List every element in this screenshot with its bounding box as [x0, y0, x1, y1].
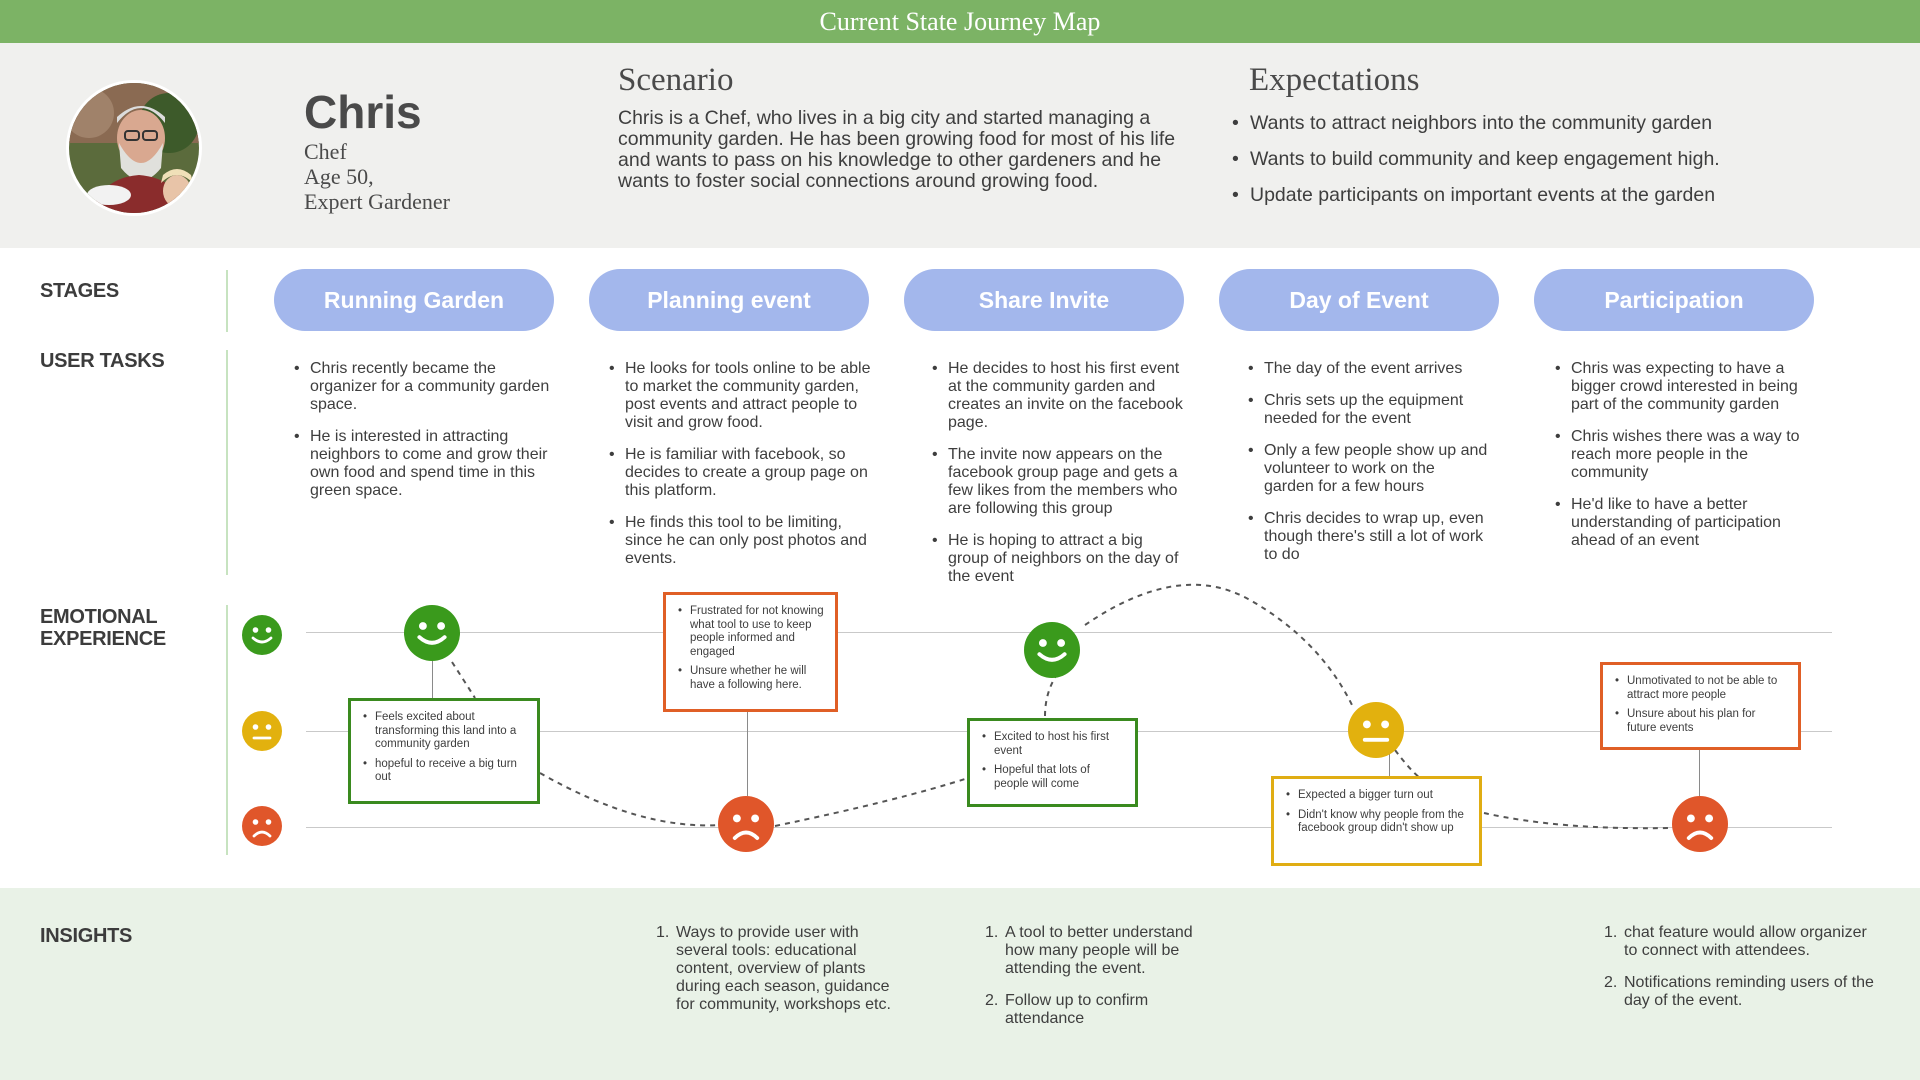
- emotion-note-item: Hopeful that lots of people will come: [982, 764, 1125, 791]
- insights-participation: 1.chat feature would allow organizer to …: [1604, 924, 1874, 1024]
- task-item: He finds this tool to be limiting, since…: [609, 514, 873, 568]
- connector: [432, 660, 433, 698]
- task-item: The day of the event arrives: [1248, 360, 1488, 378]
- tasks-planning-event: He looks for tools online to be able to …: [609, 360, 873, 582]
- insights-section: [0, 888, 1920, 1080]
- task-item: Chris wishes there was a way to reach mo…: [1555, 428, 1805, 482]
- expectation-item: Wants to attract neighbors into the comm…: [1232, 112, 1720, 148]
- divider: [226, 270, 228, 332]
- insight-item: 1.Ways to provide user with several tool…: [656, 924, 891, 1013]
- participation-emotion-note: Unmotivated to not be able to attract mo…: [1600, 662, 1801, 750]
- persona-section: Chris Chef Age 50, Expert Gardener Scena…: [0, 43, 1920, 248]
- running-garden-happy-icon: [404, 605, 460, 661]
- stage-running-garden: Running Garden: [274, 269, 554, 331]
- insight-item: 2.Notifications reminding users of the d…: [1604, 974, 1874, 1009]
- task-item: The invite now appears on the facebook g…: [932, 446, 1184, 518]
- connector: [747, 712, 748, 796]
- tasks-day-of-event: The day of the event arrives Chris sets …: [1248, 360, 1488, 578]
- insight-item: 2.Follow up to confirm attendance: [985, 992, 1149, 1027]
- persona-avatar: [66, 80, 202, 216]
- stage-day-of-event: Day of Event: [1219, 269, 1499, 331]
- tasks-participation: Chris was expecting to have a bigger cro…: [1555, 360, 1805, 564]
- expectation-item: Update participants on important events …: [1232, 184, 1720, 220]
- page-title: Current State Journey Map: [819, 7, 1101, 36]
- happy-face-icon: [242, 615, 282, 655]
- emotion-note-item: Didn't know why people from the facebook…: [1286, 809, 1469, 836]
- stage-participation: Participation: [1534, 269, 1814, 331]
- neutral-face-icon: [242, 711, 282, 751]
- divider: [226, 350, 228, 575]
- task-item: He looks for tools online to be able to …: [609, 360, 873, 432]
- persona-role: Chef: [304, 139, 347, 164]
- scenario-text: Chris is a Chef, who lives in a big city…: [618, 107, 1176, 192]
- share-invite-emotion-note: Excited to host his first event Hopeful …: [967, 718, 1138, 807]
- emotion-note-item: Excited to host his first event: [982, 731, 1125, 758]
- tasks-share-invite: He decides to host his first event at th…: [932, 360, 1184, 600]
- planning-event-sad-icon: [718, 796, 774, 852]
- share-invite-happy-icon: [1024, 622, 1080, 678]
- planning-event-emotion-note: Frustrated for not knowing what tool to …: [663, 592, 838, 712]
- emotion-note-item: Unsure about his plan for future events: [1615, 708, 1788, 735]
- stage-share-invite: Share Invite: [904, 269, 1184, 331]
- day-of-event-neutral-icon: [1348, 702, 1404, 758]
- day-of-event-emotion-note: Expected a bigger turn out Didn't know w…: [1271, 776, 1482, 866]
- tasks-running-garden: Chris recently became the organizer for …: [294, 360, 550, 514]
- task-item: He'd like to have a better understanding…: [1555, 496, 1805, 550]
- expectations-title: Expectations: [1249, 62, 1420, 98]
- task-item: He is familiar with facebook, so decides…: [609, 446, 873, 500]
- expectation-item: Wants to build community and keep engage…: [1232, 148, 1720, 184]
- task-item: Chris decides to wrap up, even though th…: [1248, 510, 1488, 564]
- expectations-list: Wants to attract neighbors into the comm…: [1232, 112, 1720, 220]
- emotion-note-item: hopeful to receive a big turn out: [363, 758, 527, 785]
- emotion-note-item: Unsure whether he will have a following …: [678, 665, 825, 692]
- persona-experience: Expert Gardener: [304, 189, 450, 214]
- sad-level-line: [306, 827, 1832, 828]
- emotion-note-item: Frustrated for not knowing what tool to …: [678, 605, 825, 659]
- user-tasks-label: USER TASKS: [40, 350, 165, 372]
- emotion-note-item: Expected a bigger turn out: [1286, 789, 1469, 803]
- task-item: Only a few people show up and volunteer …: [1248, 442, 1488, 496]
- task-item: Chris sets up the equipment needed for t…: [1248, 392, 1488, 428]
- task-item: He is hoping to attract a big group of n…: [932, 532, 1184, 586]
- participation-sad-icon: [1672, 796, 1728, 852]
- emotion-note-item: Unmotivated to not be able to attract mo…: [1615, 675, 1788, 702]
- divider: [226, 605, 228, 855]
- persona-age: Age 50,: [304, 164, 374, 189]
- sad-face-icon: [242, 806, 282, 846]
- persona-name: Chris: [304, 86, 422, 138]
- insight-item: 1.chat feature would allow organizer to …: [1604, 924, 1867, 959]
- connector: [1699, 750, 1700, 796]
- task-item: Chris recently became the organizer for …: [294, 360, 550, 414]
- emotion-note-item: Feels excited about transforming this la…: [363, 711, 527, 752]
- task-item: He is interested in attracting neighbors…: [294, 428, 550, 500]
- connector: [1389, 746, 1390, 776]
- insights-share-invite: 1.A tool to better understand how many p…: [985, 924, 1225, 1042]
- scenario-title: Scenario: [618, 62, 734, 98]
- stage-planning-event: Planning event: [589, 269, 869, 331]
- persona-details: Chef Age 50, Expert Gardener: [304, 139, 450, 214]
- insights-label: INSIGHTS: [40, 925, 133, 947]
- running-garden-emotion-note: Feels excited about transforming this la…: [348, 698, 540, 804]
- insights-planning-event: 1.Ways to provide user with several tool…: [656, 924, 896, 1028]
- insight-item: 1.A tool to better understand how many p…: [985, 924, 1193, 977]
- stages-label: STAGES: [40, 280, 119, 302]
- task-item: Chris was expecting to have a bigger cro…: [1555, 360, 1805, 414]
- page-header: Current State Journey Map: [0, 0, 1920, 43]
- emotional-label: EMOTIONAL EXPERIENCE: [40, 606, 166, 650]
- task-item: He decides to host his first event at th…: [932, 360, 1184, 432]
